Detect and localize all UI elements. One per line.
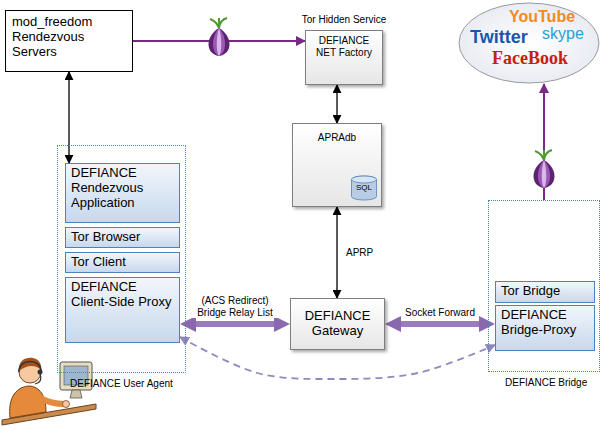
box-label: DEFIANCE Bridge-Proxy	[501, 308, 589, 338]
service-name: YouTube	[509, 9, 575, 25]
service-heading: Tor Hidden Service	[302, 14, 386, 26]
box-label: Tor Browser	[71, 230, 174, 245]
connector-label: Socket Forward	[403, 307, 477, 319]
component-box: DEFIANCE Client-Side Proxy	[65, 277, 180, 343]
server-box: mod_freedom Rendezvous Servers	[5, 10, 133, 72]
connector-arrow	[188, 321, 282, 327]
torso	[10, 386, 46, 418]
hand	[63, 401, 70, 408]
connector-label: (ACS Redirect) Bridge Relay List	[191, 295, 279, 318]
box-label: DEFIANCE Gateway	[295, 309, 380, 339]
headset-ear	[38, 370, 43, 375]
connector-label: APRP	[344, 247, 375, 259]
monitor-stand	[70, 390, 82, 398]
component-box: DEFIANCE Rendezvous Application	[65, 163, 180, 223]
service-name: skype	[542, 26, 584, 42]
agent-group: DEFIANCE User AgentDEFIANCE Rendezvous A…	[57, 145, 186, 373]
box-label: SQL	[351, 183, 377, 192]
arm	[40, 398, 64, 404]
box-label: mod_freedom Rendezvous Servers	[12, 15, 126, 60]
onion-icon	[534, 150, 555, 188]
connector-arrow	[68, 72, 69, 163]
connector-arrow	[393, 321, 487, 327]
box-label: APRAdb	[296, 132, 378, 144]
component-box: Tor Client	[65, 252, 180, 273]
connector-arrow	[336, 207, 337, 298]
onion-core	[217, 28, 222, 56]
onion-bulb	[209, 28, 230, 56]
database-box: APRAdbSQL	[292, 123, 382, 207]
onion-core	[542, 160, 547, 188]
box-label: DEFIANCE NET Factory	[309, 35, 379, 58]
group-label: DEFIANCE Bridge	[505, 377, 587, 389]
box-label: DEFIANCE Rendezvous Application	[71, 166, 174, 211]
component-box: DEFIANCE Bridge-Proxy	[495, 305, 595, 351]
service-name: Twitter	[470, 28, 528, 46]
box-label: DEFIANCE Client-Side Proxy	[71, 280, 174, 310]
onion-bulb	[534, 160, 555, 188]
component-box: Tor Browser	[65, 227, 180, 248]
cloud-ellipse	[459, 3, 599, 83]
hair	[19, 358, 41, 371]
onion-icon	[209, 18, 230, 56]
cylinder-body	[352, 176, 377, 200]
component-box: Tor Bridge	[495, 281, 595, 303]
onion-layer	[538, 160, 550, 188]
service-name: FaceBook	[492, 49, 568, 67]
connector-arrow	[336, 85, 337, 123]
box-label: Tor Bridge	[501, 284, 589, 299]
internet-cloud: YouTubeTwitter skypeFaceBook	[458, 2, 600, 84]
bridge-group: DEFIANCE BridgeTor BridgeDEFIANCE Bridge…	[488, 200, 600, 372]
headset-mic	[35, 374, 41, 384]
group-label: DEFIANCE User Agent	[70, 378, 173, 390]
cylinder-top	[352, 176, 377, 183]
user-figure	[2, 358, 96, 425]
database-cylinder: SQL	[351, 176, 377, 200]
onion-sprout	[210, 18, 227, 28]
box-label: Tor Client	[71, 255, 174, 270]
onion-sprout	[535, 150, 552, 160]
service-box: Tor Hidden ServiceDEFIANCE NET Factory	[305, 30, 383, 85]
onion-layer	[213, 28, 225, 56]
headset-band	[19, 362, 41, 373]
gateway-box: DEFIANCE Gateway	[290, 298, 385, 350]
